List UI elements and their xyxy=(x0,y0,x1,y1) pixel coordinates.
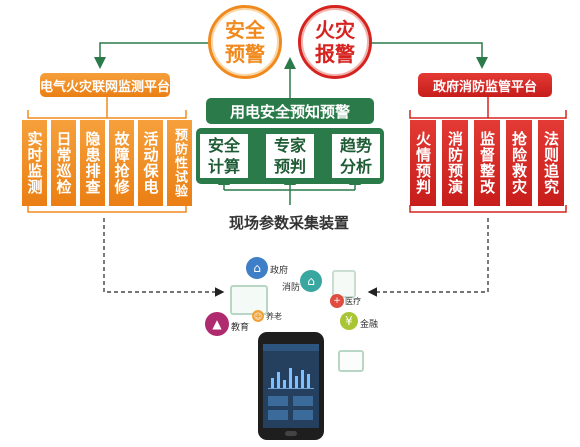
government-label: 政府 xyxy=(270,266,289,276)
medical-label: 医疗 xyxy=(345,297,361,306)
fire-label: 消防 xyxy=(282,283,301,293)
center-title: 用电安全预知预警 xyxy=(206,98,374,124)
phone-screen xyxy=(263,344,319,428)
left-item-3: 隐患排查 xyxy=(80,120,105,206)
collection-device-label: 现场参数采集装置 xyxy=(229,214,350,232)
screen-chart xyxy=(268,362,314,389)
right-item-1: 火情预判 xyxy=(410,120,436,206)
fire-alarm-circle: 火灾 报警 xyxy=(298,5,372,79)
fire-station-icon: ⌂ xyxy=(300,270,322,292)
smartphone xyxy=(258,332,324,440)
right-item-4: 抢险救灾 xyxy=(506,120,532,206)
medical-icon: + xyxy=(330,294,344,308)
elderly-care-icon: ☺ xyxy=(252,310,264,322)
left-item-6: 预防性试验 xyxy=(167,120,192,206)
education-icon: ▲ xyxy=(205,312,229,336)
left-item-4: 故障抢修 xyxy=(109,120,134,206)
center-item-trend: 趋势 分析 xyxy=(332,134,380,178)
wifi-icon xyxy=(338,350,364,372)
right-platform-title: 政府消防监管平台 xyxy=(418,73,552,97)
center-item-safe-calc: 安全 计算 xyxy=(200,134,248,178)
finance-label: 金融 xyxy=(360,320,379,330)
right-item-3: 监督整改 xyxy=(474,120,500,206)
document-icon xyxy=(332,270,356,298)
education-label: 教育 xyxy=(231,323,250,333)
right-item-5: 法则追究 xyxy=(538,120,564,206)
right-item-2: 消防预演 xyxy=(442,120,468,206)
monitor-icon xyxy=(230,285,268,315)
left-platform-title: 电气火灾联网监测平台 xyxy=(40,73,170,97)
left-item-5: 活动保电 xyxy=(138,120,163,206)
left-item-1: 实时监测 xyxy=(22,120,47,206)
safety-warning-circle: 安全 预警 xyxy=(208,5,282,79)
center-item-expert: 专家 预判 xyxy=(266,134,314,178)
left-item-2: 日常巡检 xyxy=(51,120,76,206)
elderly-care-label: 养老 xyxy=(266,312,282,321)
government-icon: ⌂ xyxy=(246,257,268,279)
finance-icon: ¥ xyxy=(340,312,358,330)
